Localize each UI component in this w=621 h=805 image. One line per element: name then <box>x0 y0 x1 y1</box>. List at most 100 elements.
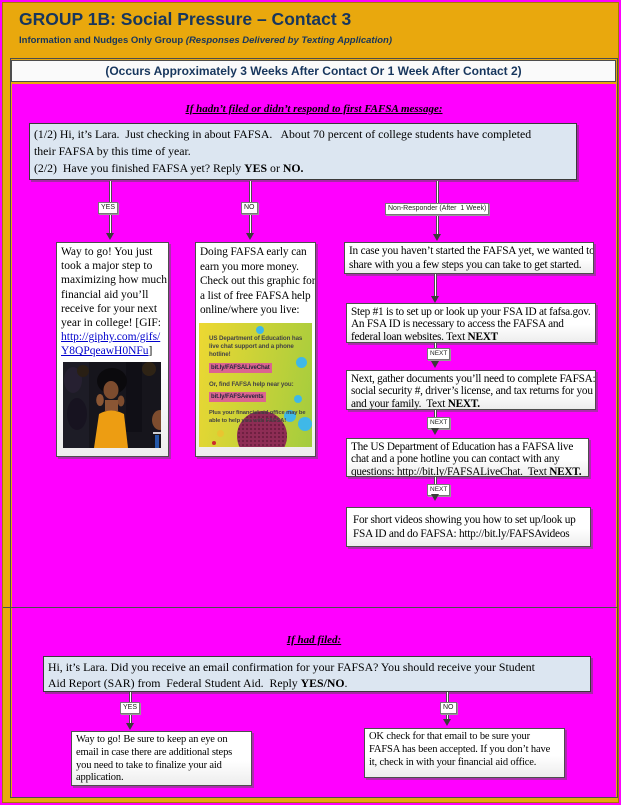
page-subtitle: Information and Nudges Only Group (Respo… <box>19 35 392 46</box>
yes-response-line: receive for your next <box>61 302 158 315</box>
step3-box: The US Department of Education has a FAF… <box>346 438 589 477</box>
yes-response-text: ] <box>148 345 153 358</box>
step1-line: federal loan websites. Text NEXT <box>351 330 593 343</box>
yes-response-line: Way to go! You just <box>61 246 153 258</box>
timing-bar: (Occurs Approximately 3 Weeks After Cont… <box>11 60 616 82</box>
yes-response-line: maximizing how much <box>61 274 168 287</box>
cyan-circle <box>284 410 296 422</box>
graphic-link-events: bit.ly/FAFSAevents <box>209 392 266 403</box>
yes-response-line: Y8QPqeawH0NFu] <box>61 344 164 358</box>
first-message-box: (1/2) Hi, it’s Lara. Just checking in ab… <box>29 123 577 180</box>
connector <box>434 274 437 297</box>
arrowhead <box>431 296 439 303</box>
yes-label: YES <box>98 202 119 214</box>
step1-box: Step #1 is to set up or look up your FSA… <box>346 303 596 343</box>
graphic-line: Or, find FAFSA help near you: <box>209 380 294 388</box>
arrowhead <box>431 361 439 368</box>
yes-response-line: financial aid you’ll <box>61 288 149 301</box>
step3-line: The US Department of Education has a FAF… <box>351 441 574 453</box>
cyan-circle <box>298 417 312 431</box>
message-line: Hi, it’s Lara. Did you receive an email … <box>48 660 535 674</box>
step3-line: questions: http://bit.ly/FAFSALiveChat. … <box>351 465 586 477</box>
graphic-link-livechat: bit.ly/FAFSALiveChat <box>209 362 272 373</box>
subtitle-plain: Information and Nudges Only Group <box>19 35 186 46</box>
celebration-gif-photo <box>63 362 161 448</box>
section2-heading: If had filed: <box>286 634 342 646</box>
next-label: NEXT <box>427 348 451 360</box>
yes2-label: YES <box>120 702 141 714</box>
no-label: NO <box>241 202 258 214</box>
no-response-line: a list of free FAFSA help <box>200 289 311 302</box>
no-keyword: NO. <box>282 161 304 175</box>
cyan-circle <box>256 326 264 334</box>
yes2-line: Way to go! Be sure to keep an eye on <box>76 734 228 745</box>
subtitle-italic: (Responses Delivered by Texting Applicat… <box>185 35 393 46</box>
step1-line: Step #1 is to set up or look up your FSA… <box>351 306 591 318</box>
step2-line: Next, gather documents you’ll need to co… <box>351 373 596 385</box>
next-keyword: NEXT <box>467 330 499 343</box>
message-text: Aid Report (SAR) from Federal Student Ai… <box>48 676 301 690</box>
arrowhead <box>431 494 439 501</box>
yes-response-line: http://giphy.com/gifs/ <box>61 330 164 344</box>
message-line: (2/2) Have you finished FAFSA yet? Reply… <box>34 160 572 177</box>
page-title: GROUP 1B: Social Pressure – Contact 3 <box>19 9 352 29</box>
step0-line: share with you a few steps you can take … <box>349 258 582 271</box>
message-text: or <box>267 161 283 175</box>
nonresponder-step0-box: In case you haven’t started the FAFSA ye… <box>344 242 594 274</box>
arrowhead <box>431 428 439 435</box>
graphic-line: Plus your financial aid office may be <box>209 410 306 417</box>
maroon-dotted-circle <box>237 411 287 447</box>
no-response-line: online/where you live: <box>200 304 300 317</box>
no-response-box: Doing FAFSA early can earn you more money… <box>195 242 316 457</box>
step2-box: Next, gather documents you’ll need to co… <box>346 370 596 410</box>
no2-line: it, check in with your financial aid off… <box>369 756 537 768</box>
no2-arrowhead <box>443 719 451 726</box>
yes2-line: application. <box>76 772 124 784</box>
yes-arrowhead <box>106 233 114 240</box>
yes2-arrowhead <box>126 723 134 730</box>
no-response-line: Check out this graphic for <box>200 275 316 288</box>
section-divider <box>3 607 617 608</box>
no2-line: FAFSA has been accepted. If you don’t ha… <box>369 743 551 755</box>
message-line: Aid Report (SAR) from Federal Student Ai… <box>48 675 586 691</box>
giphy-link[interactable]: http://giphy.com/gifs/ <box>61 331 161 344</box>
message-text: . <box>344 676 348 690</box>
had-filed-message-box: Hi, it’s Lara. Did you receive an email … <box>43 656 591 692</box>
step2-line: and your family. Text NEXT. <box>351 397 593 410</box>
no2-line: OK check for that email to be sure your <box>369 731 530 742</box>
step1-line: An FSA ID is necessary to access the FAF… <box>351 318 564 331</box>
yes-keyword: YES <box>244 161 268 175</box>
step0-line: In case you haven’t started the FAFSA ye… <box>349 245 594 257</box>
message-line: their FAFSA by this time of year. <box>34 144 191 158</box>
section1-heading: If hadn’t filed or didn’t respond to fir… <box>185 103 443 115</box>
no-response-line: Doing FAFSA early can <box>200 246 307 258</box>
cyan-circle <box>294 395 302 403</box>
step4-box: For short videos showing you how to set … <box>346 507 591 547</box>
next-keyword: NEXT. <box>549 465 582 477</box>
next-keyword: NEXT. <box>447 397 480 410</box>
red-circle <box>212 441 216 445</box>
graphic-line: hotline! <box>209 351 231 359</box>
step2-text: and your family. Text <box>351 397 448 410</box>
no-arrowhead <box>246 233 254 240</box>
step3-line: chat and a pone hotline you can contact … <box>351 453 560 466</box>
message-text: (2/2) Have you finished FAFSA yet? Reply <box>34 161 245 175</box>
yes2-line: you need to take to finalize your aid <box>76 759 222 771</box>
graphic-line: able to help you with FAFSA! <box>209 417 287 424</box>
step3-text: questions: http://bit.ly/FAFSALiveChat. … <box>351 465 550 477</box>
cyan-circle <box>296 357 307 368</box>
giphy-link[interactable]: Y8QPqeawH0NFu <box>61 345 149 358</box>
graphic-line: live chat support and a phone <box>209 343 294 351</box>
no2-label: NO <box>440 702 457 714</box>
yes2-line: email in case there are additional steps <box>76 746 233 758</box>
no-response-line: earn you more money. <box>200 260 299 273</box>
step2-line: social security #, driver’s license, and… <box>351 385 593 398</box>
step4-line: For short videos showing you how to set … <box>353 514 576 526</box>
